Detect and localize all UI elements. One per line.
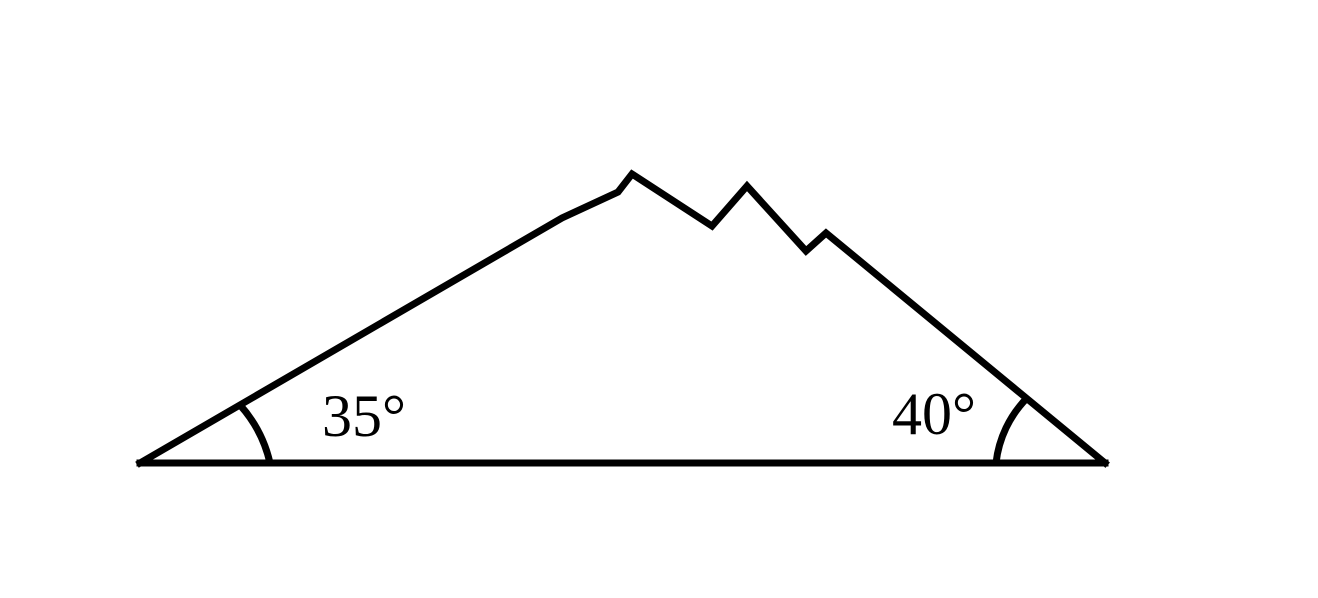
left-angle-label: 35°	[322, 383, 406, 449]
right-angle-arc	[992, 395, 1030, 464]
right-angle-label: 40°	[892, 381, 976, 447]
triangle-torn-top-edge	[135, 169, 1110, 468]
left-angle-arc	[237, 402, 274, 464]
